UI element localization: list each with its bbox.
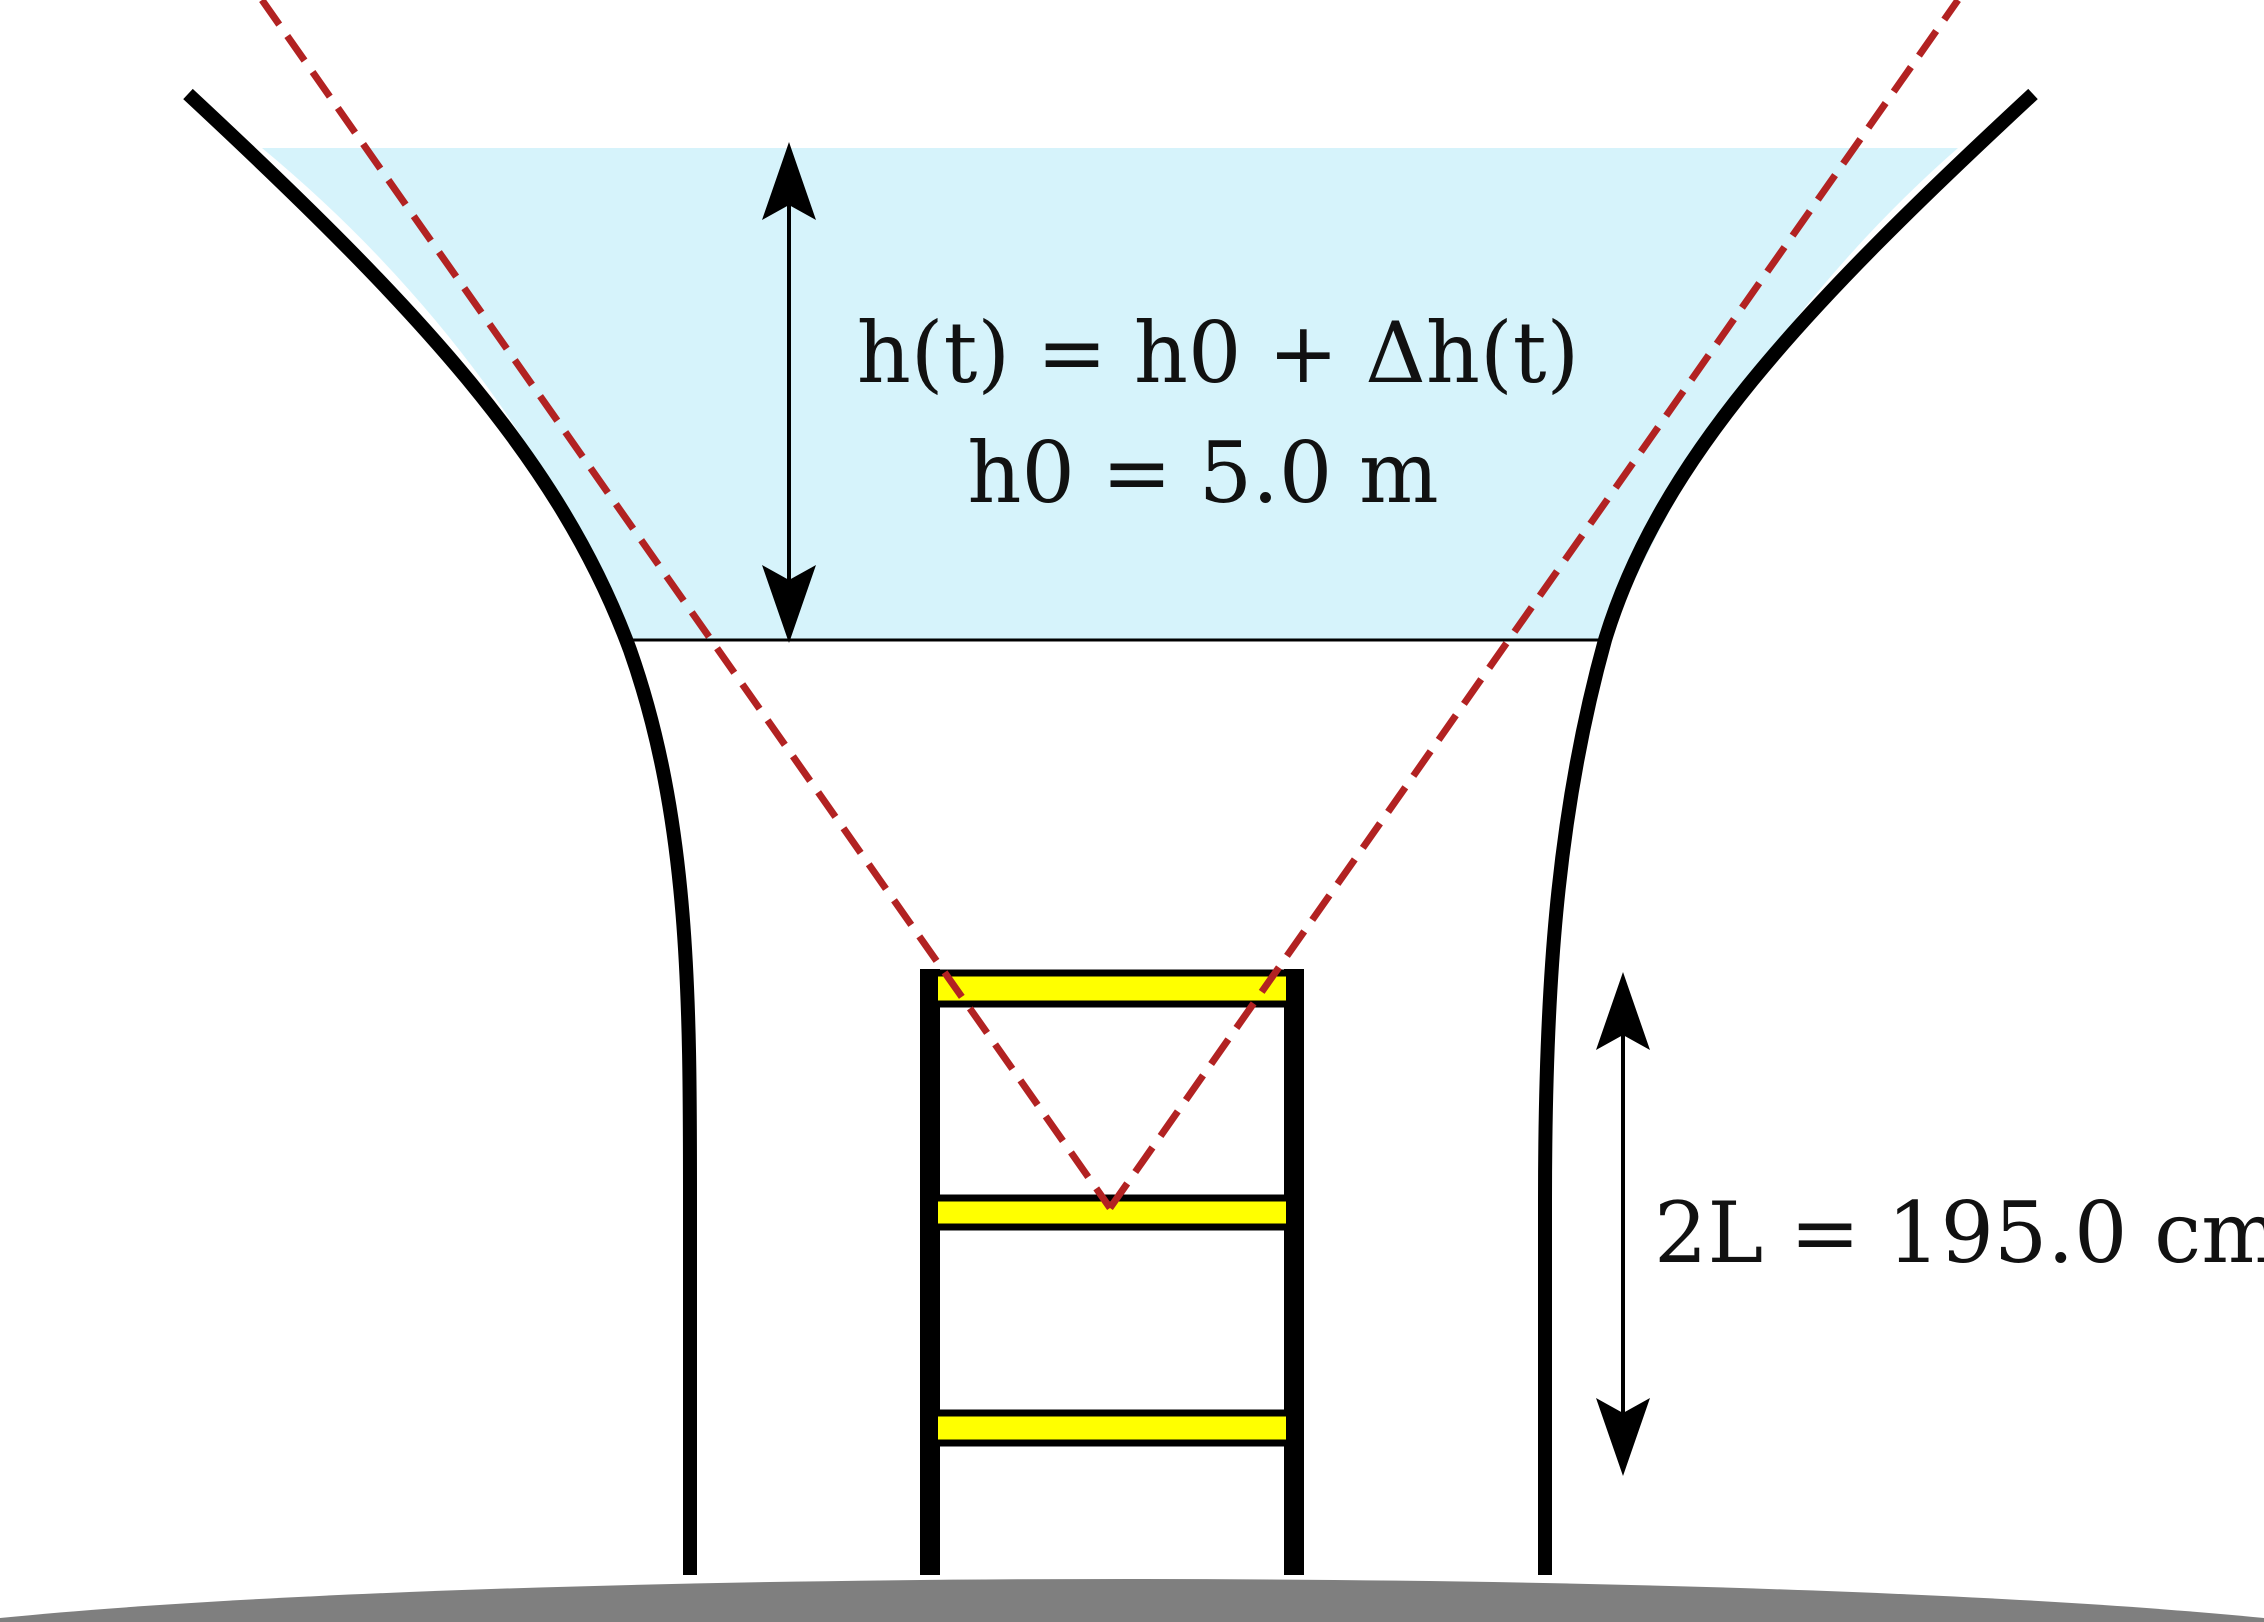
ladder-rung-top [930,969,1294,1008]
height-initial-label: h0 = 5.0 m [967,424,1438,522]
right-wall [1538,88,2038,1575]
height-arrow [762,142,816,643]
left-wall [183,88,697,1575]
reflection-path-left [259,0,1113,1211]
water-region [262,148,1958,640]
ladder-length-label: 2L = 195.0 cm [1654,1184,2264,1282]
height-equation-label: h(t) = h0 + Δh(t) [857,304,1580,402]
ground [0,1579,2264,1622]
ladder-rung-bottom [938,1409,1286,1447]
ladder-length-arrow [1596,972,1650,1476]
reflection-path-right [1107,0,1961,1211]
